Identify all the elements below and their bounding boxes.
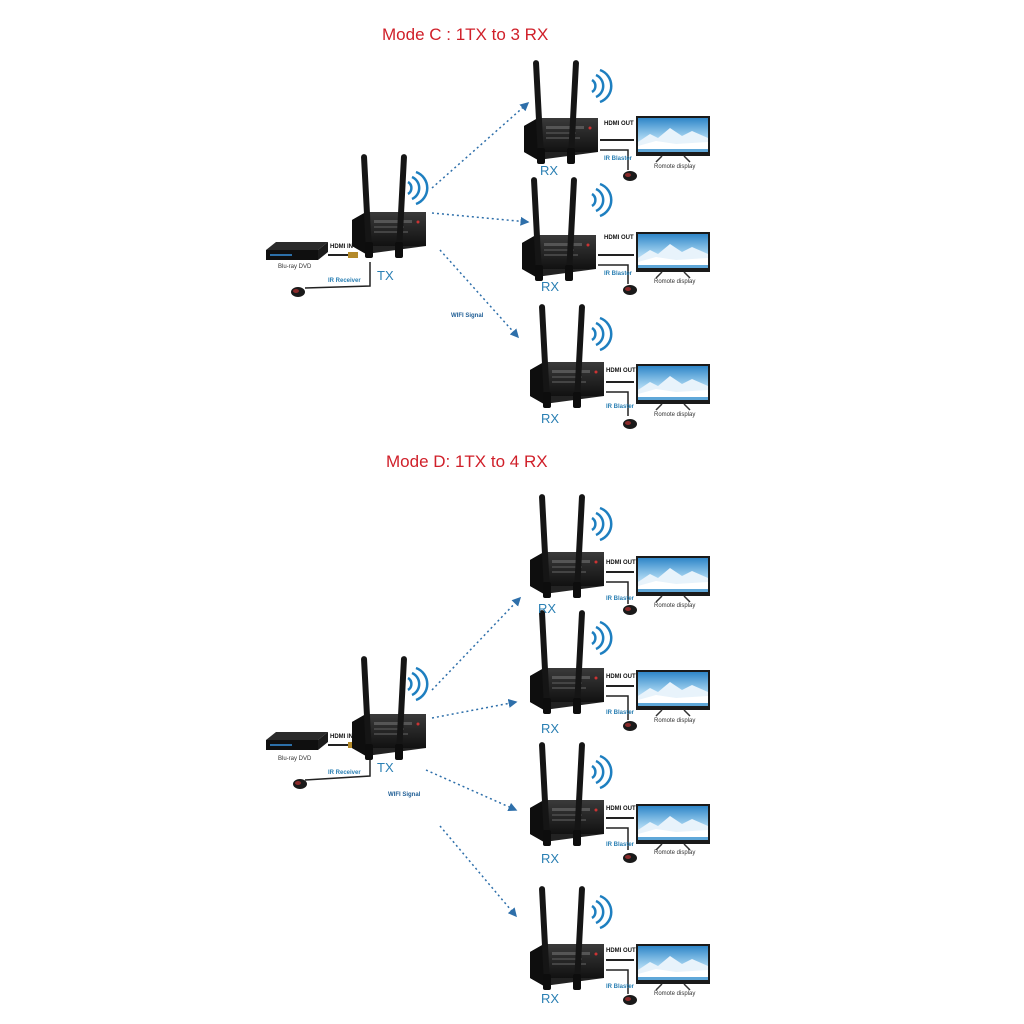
display-label: Romote display bbox=[654, 412, 696, 418]
ir-receiver-label: IR Receiver bbox=[328, 770, 361, 776]
ir-blaster-label: IR Blaster bbox=[606, 596, 635, 602]
mode-c-diagram bbox=[266, 59, 711, 429]
wifi-waves-icon bbox=[590, 894, 613, 930]
wifi-waves-icon bbox=[590, 506, 613, 542]
display-label: Romote display bbox=[654, 164, 696, 170]
ir-blaster-icon bbox=[623, 721, 637, 731]
display-label: Romote display bbox=[654, 718, 696, 724]
rx-label: RX bbox=[541, 279, 560, 294]
display-label: Romote display bbox=[654, 603, 696, 609]
rx-label: RX bbox=[541, 991, 560, 1006]
ir-blaster-icon bbox=[623, 995, 637, 1005]
tx-label: TX bbox=[377, 760, 394, 775]
display-label: Romote display bbox=[654, 850, 696, 856]
mode-d-title: Mode D: 1TX to 4 RX bbox=[386, 452, 548, 471]
tv-icon bbox=[635, 803, 711, 851]
hdmi-out-label: HDMI OUT bbox=[606, 560, 636, 566]
ir-receiver-icon bbox=[291, 287, 305, 297]
wifi-arrow bbox=[439, 249, 520, 339]
rx-extender-icon bbox=[530, 609, 604, 714]
rx-extender-icon bbox=[530, 741, 604, 846]
wifi-arrow bbox=[439, 825, 517, 918]
tv-icon bbox=[635, 943, 711, 991]
wifi-signal-label: WIFI Signal bbox=[388, 792, 421, 798]
ir-blaster-label: IR Blaster bbox=[606, 404, 635, 410]
wifi-arrow bbox=[431, 596, 522, 691]
rx-label: RX bbox=[538, 601, 557, 616]
tv-icon bbox=[635, 555, 711, 603]
wifi-waves-icon bbox=[590, 68, 613, 104]
ir-blaster-icon bbox=[623, 171, 637, 181]
ir-blaster-label: IR Blaster bbox=[606, 710, 635, 716]
wifi-arrow bbox=[431, 102, 530, 189]
wifi-waves-icon bbox=[590, 620, 613, 656]
wifi-arrow bbox=[431, 212, 530, 226]
wifi-waves-icon bbox=[590, 316, 613, 352]
tv-icon bbox=[635, 669, 711, 717]
ir-blaster-label: IR Blaster bbox=[604, 271, 633, 277]
wifi-arrow bbox=[431, 698, 518, 719]
hdmi-out-label: HDMI OUT bbox=[606, 948, 636, 954]
hdmi-out-label: HDMI OUT bbox=[606, 806, 636, 812]
ir-blaster-icon bbox=[623, 605, 637, 615]
mode-d-diagram bbox=[266, 493, 711, 1005]
tv-icon bbox=[635, 231, 711, 279]
rx-extender-icon bbox=[522, 176, 596, 281]
wifi-waves-icon bbox=[406, 666, 429, 702]
rx-label: RX bbox=[541, 411, 560, 426]
bluray-player-icon bbox=[266, 242, 328, 260]
wifi-signal-label: WIFI Signal bbox=[451, 313, 484, 319]
hdmi-out-label: HDMI OUT bbox=[604, 235, 634, 241]
display-label: Romote display bbox=[654, 279, 696, 285]
source-label: Blu-ray DVD bbox=[278, 756, 312, 762]
tv-icon bbox=[635, 115, 711, 163]
ir-blaster-label: IR Blaster bbox=[606, 984, 635, 990]
wifi-waves-icon bbox=[406, 170, 429, 206]
rx-extender-icon bbox=[530, 493, 604, 598]
ir-receiver-icon bbox=[293, 779, 307, 789]
hdmi-out-label: HDMI OUT bbox=[604, 121, 634, 127]
ir-receiver-label: IR Receiver bbox=[328, 278, 361, 284]
hdmi-out-label: HDMI OUT bbox=[606, 674, 636, 680]
hdmi-in-label: HDMI IN bbox=[330, 734, 353, 740]
ir-blaster-icon bbox=[623, 853, 637, 863]
wifi-arrow bbox=[425, 769, 518, 812]
source-label: Blu-ray DVD bbox=[278, 264, 312, 270]
wifi-waves-icon bbox=[590, 754, 613, 790]
bluray-player-icon bbox=[266, 732, 328, 750]
tx-extender-icon bbox=[352, 655, 426, 760]
ir-blaster-icon bbox=[623, 419, 637, 429]
rx-label: RX bbox=[540, 163, 559, 178]
hdmi-out-label: HDMI OUT bbox=[606, 368, 636, 374]
tv-icon bbox=[635, 363, 711, 411]
rx-extender-icon bbox=[530, 303, 604, 408]
display-label: Romote display bbox=[654, 991, 696, 997]
tx-extender-icon bbox=[352, 153, 426, 258]
ir-blaster-label: IR Blaster bbox=[604, 156, 633, 162]
rx-extender-icon bbox=[530, 885, 604, 990]
rx-extender-icon bbox=[524, 59, 598, 165]
ir-blaster-icon bbox=[623, 285, 637, 295]
ir-blaster-label: IR Blaster bbox=[606, 842, 635, 848]
rx-label: RX bbox=[541, 721, 560, 736]
mode-c-title: Mode C : 1TX to 3 RX bbox=[382, 25, 549, 44]
wifi-waves-icon bbox=[590, 182, 613, 218]
rx-label: RX bbox=[541, 851, 560, 866]
tx-label: TX bbox=[377, 268, 394, 283]
hdmi-in-label: HDMI IN bbox=[330, 244, 353, 250]
